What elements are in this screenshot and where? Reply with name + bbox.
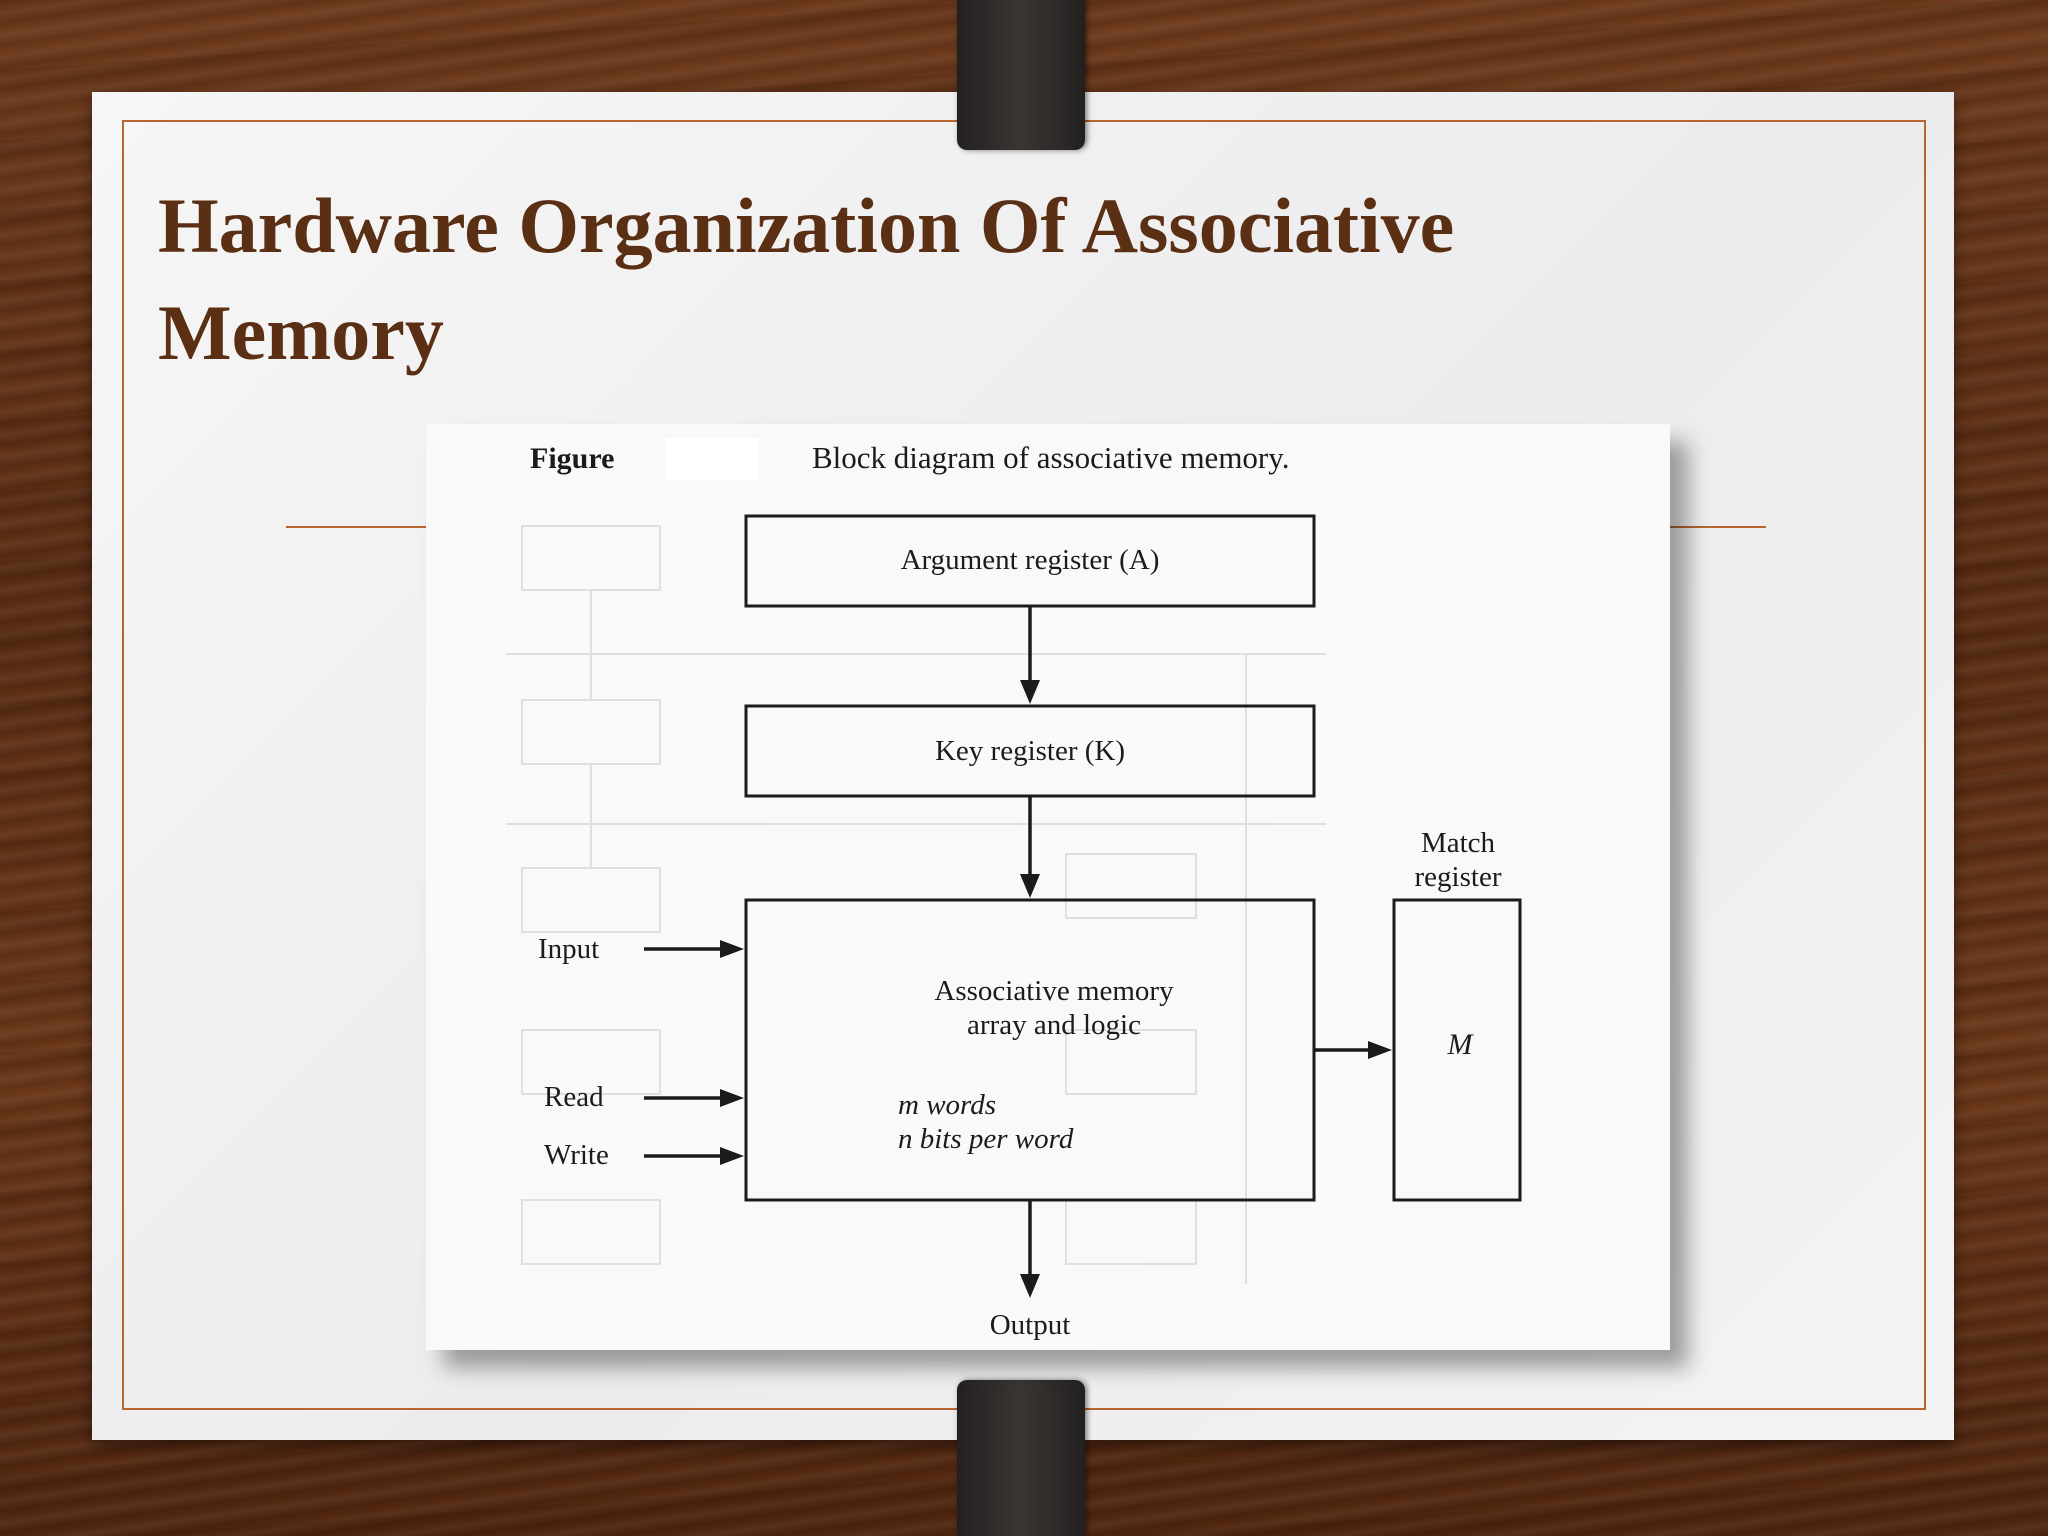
bleed-through-artifacts [506, 525, 1326, 1284]
slide-title: Hardware Organization Of Associative Mem… [158, 182, 1455, 376]
top-strap [957, 0, 1085, 150]
accent-rule-left [286, 526, 426, 528]
block-diagram: Figure Block diagram of associative memo… [506, 438, 1522, 1341]
caption-redaction [666, 438, 758, 480]
argument-register-label: Argument register (A) [901, 544, 1160, 576]
key-register-label: Key register (K) [935, 735, 1125, 767]
arrowhead-write [720, 1147, 744, 1165]
arrowhead-argument-to-key [1020, 680, 1040, 704]
bottom-strap [957, 1380, 1085, 1536]
memory-label-line4: n bits per word [898, 1123, 1074, 1155]
memory-label-line1: Associative memory [934, 975, 1174, 1007]
input-label: Input [538, 933, 599, 965]
match-register-symbol: M [1447, 1028, 1475, 1061]
match-register-box [1392, 898, 1522, 1202]
output-label: Output [990, 1309, 1071, 1341]
associative-memory-box [744, 898, 1316, 1202]
accent-rule-right [1668, 526, 1766, 528]
arrowhead-memory-to-match [1368, 1041, 1392, 1059]
figure-caption-label: Figure [530, 442, 614, 475]
write-label: Write [544, 1139, 609, 1171]
memory-label-line2: array and logic [967, 1009, 1141, 1041]
arrowhead-key-to-memory [1020, 874, 1040, 898]
arrowhead-input [720, 940, 744, 958]
match-register-label-line1: Match [1421, 827, 1496, 859]
memory-label-line3: m words [898, 1089, 996, 1121]
block-diagram-figure: Figure Block diagram of associative memo… [426, 424, 1670, 1350]
read-label: Read [544, 1081, 604, 1113]
figure-caption-text: Block diagram of associative memory. [812, 440, 1290, 475]
arrowhead-output [1020, 1274, 1040, 1298]
match-register-label-line2: register [1415, 861, 1502, 893]
arrowhead-read [720, 1089, 744, 1107]
